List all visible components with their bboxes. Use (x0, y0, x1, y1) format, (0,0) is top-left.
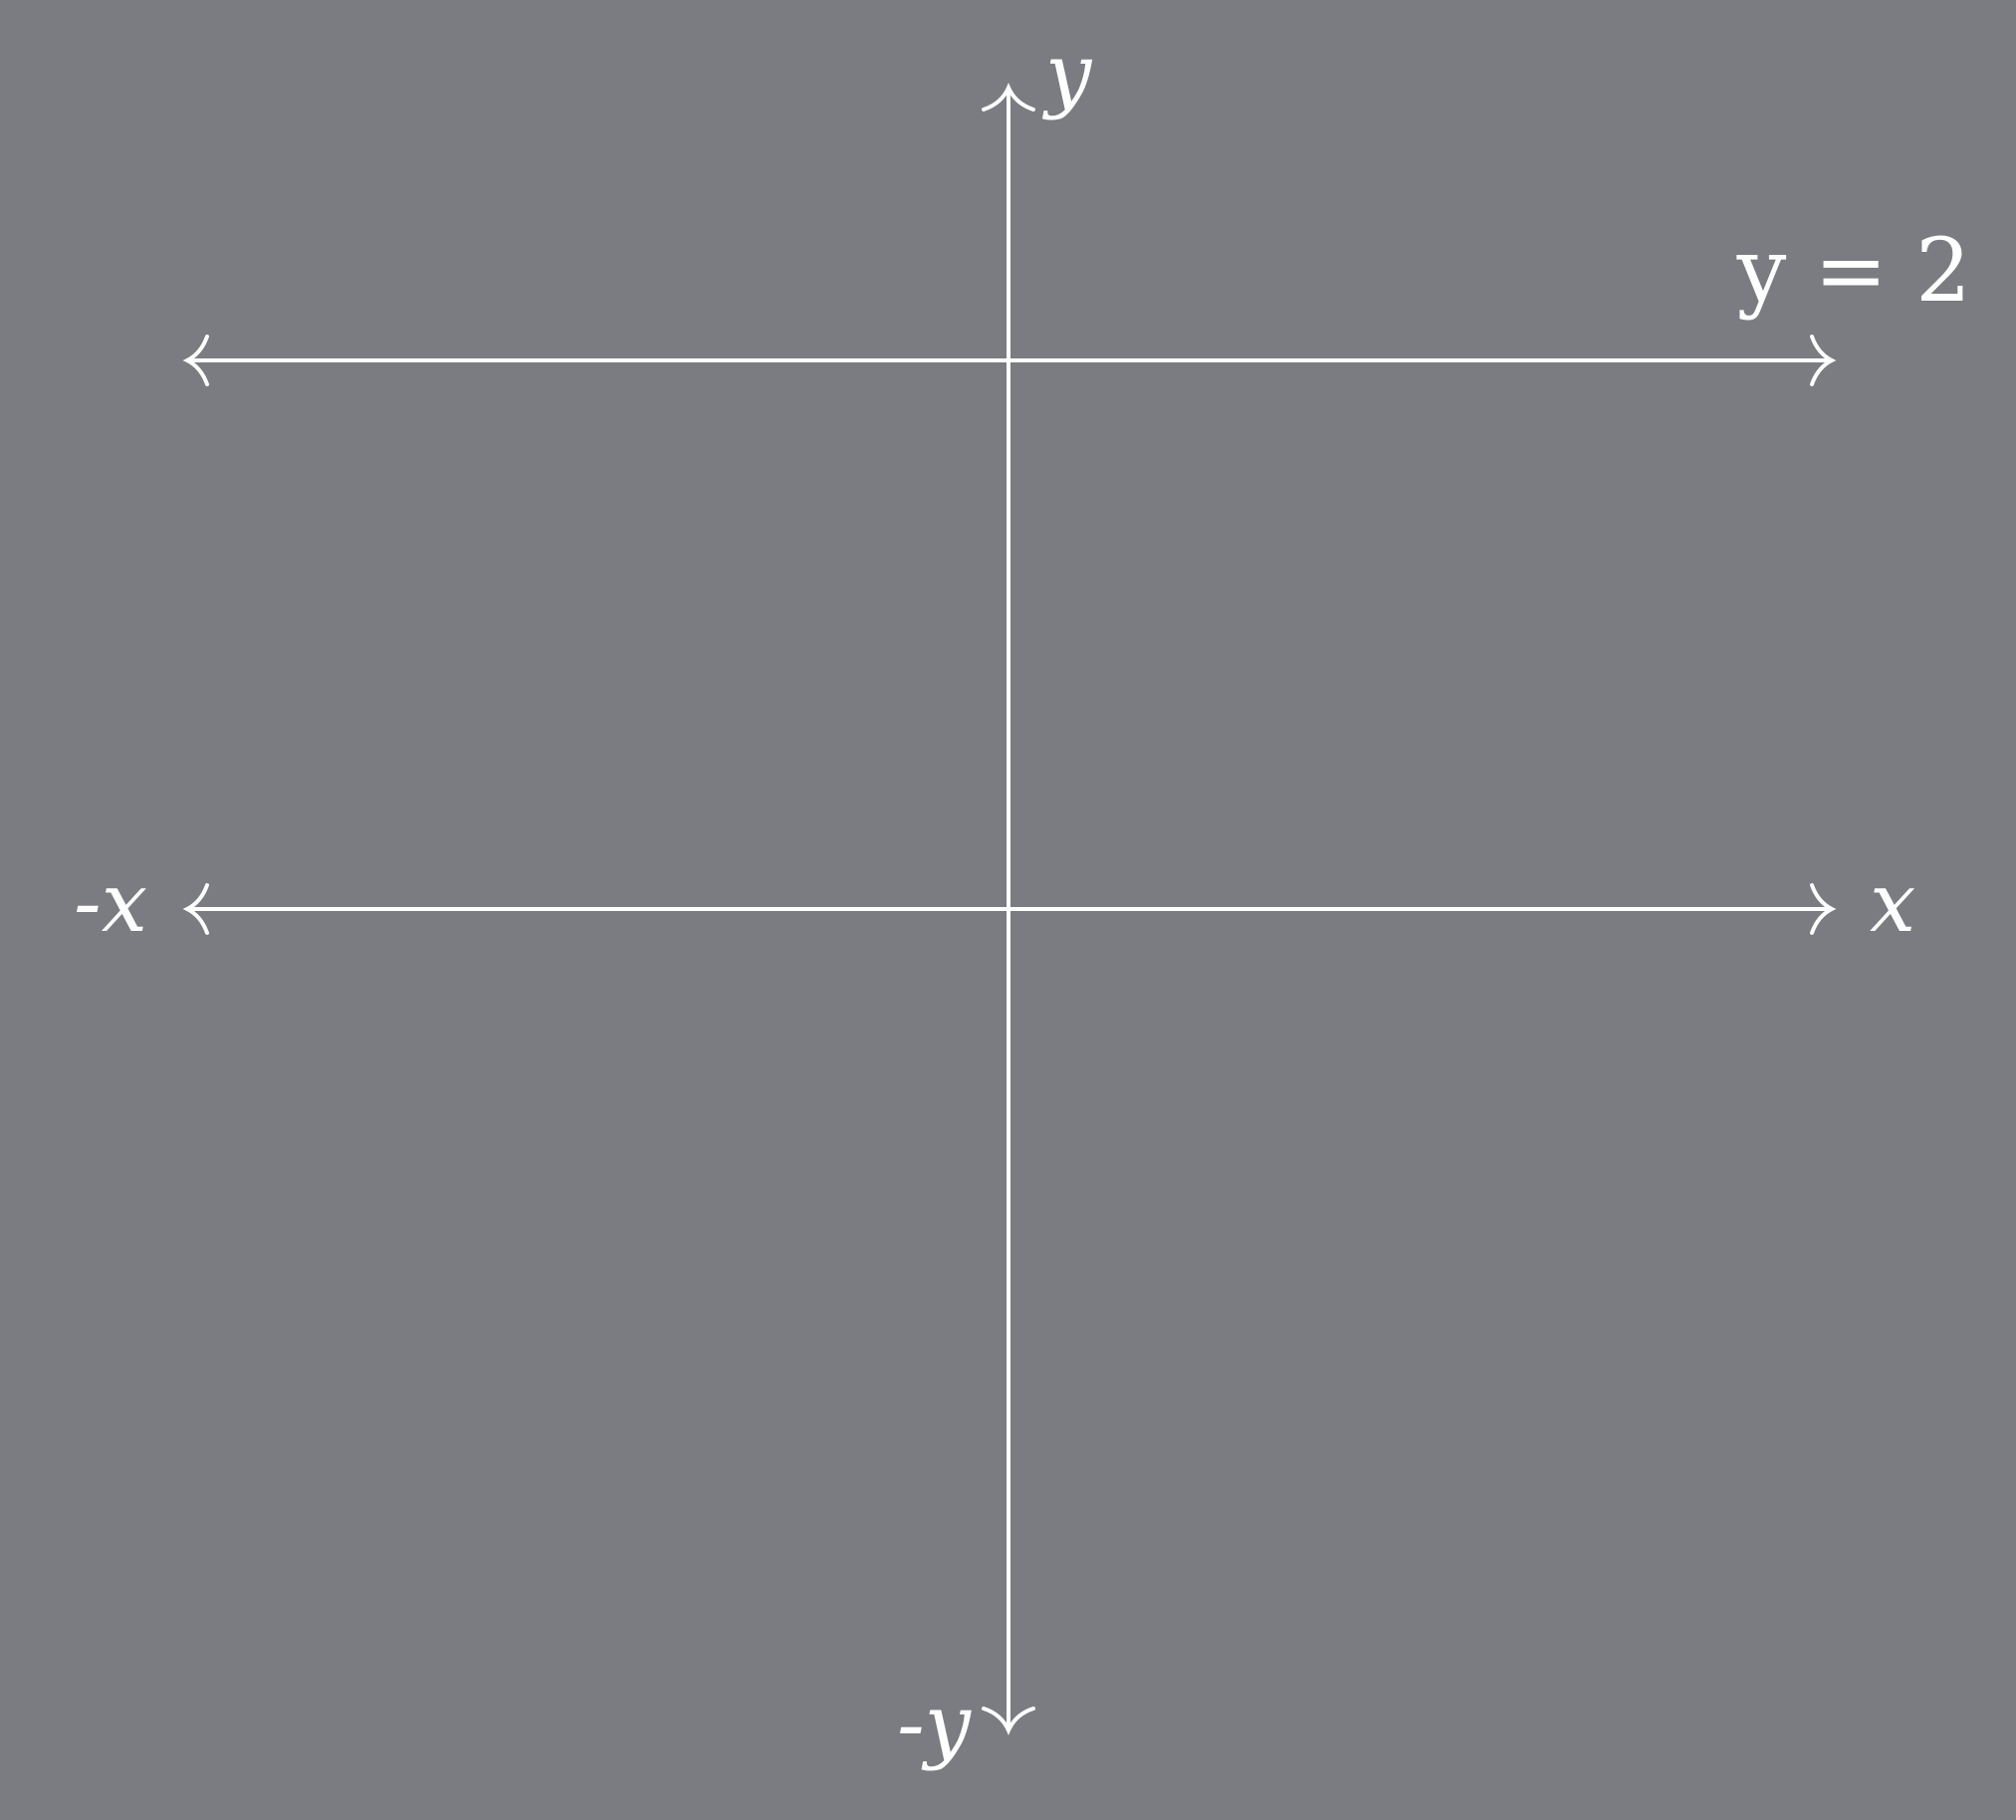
line-arrow-right-icon (1810, 335, 1837, 386)
x-axis-arrow-right-icon (1810, 883, 1837, 935)
x-axis (182, 883, 1837, 935)
x-axis-negative-label: -x (74, 856, 147, 951)
y-axis-arrow-down-icon (982, 1706, 1035, 1735)
y-axis-arrow-up-icon (982, 83, 1035, 112)
x-axis-positive-label: x (1870, 856, 1915, 951)
line-equation-label: y = 2 (1736, 219, 1971, 322)
y-axis-positive-label: y (1041, 27, 1093, 121)
y-axis-negative-label: -y (897, 1678, 973, 1772)
x-axis-arrow-left-icon (182, 883, 209, 935)
line-arrow-left-icon (182, 335, 209, 386)
line-y-equals-2 (182, 335, 1837, 386)
